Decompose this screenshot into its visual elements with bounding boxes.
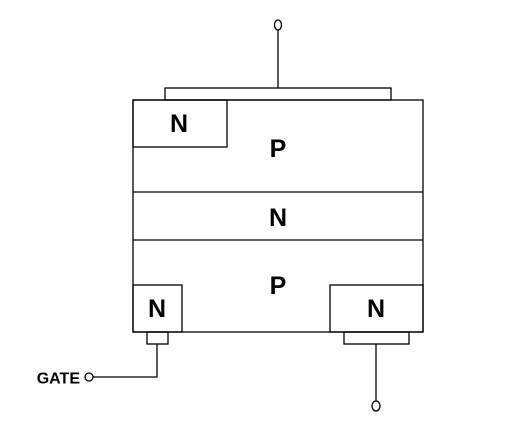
top-contact: [164, 87, 392, 101]
top-terminal: [273, 19, 283, 31]
top-p-layer-label: P: [270, 135, 287, 163]
middle-n-layer-label: N: [269, 204, 287, 232]
gate-label: GATE: [37, 371, 81, 388]
bottom-right-n-label: N: [367, 295, 385, 323]
top-left-n-region: [132, 99, 228, 148]
gate-terminal: [84, 372, 94, 382]
top-left-n-label: N: [170, 110, 188, 138]
device-body: [132, 99, 424, 333]
bottom-terminal: [371, 400, 381, 412]
gate-lead-wire: [93, 344, 158, 378]
bottom-left-n-label: N: [148, 295, 166, 323]
gate-contact: [146, 331, 169, 345]
bottom-contact: [343, 331, 410, 345]
bottom-p-layer-label: P: [270, 272, 287, 300]
